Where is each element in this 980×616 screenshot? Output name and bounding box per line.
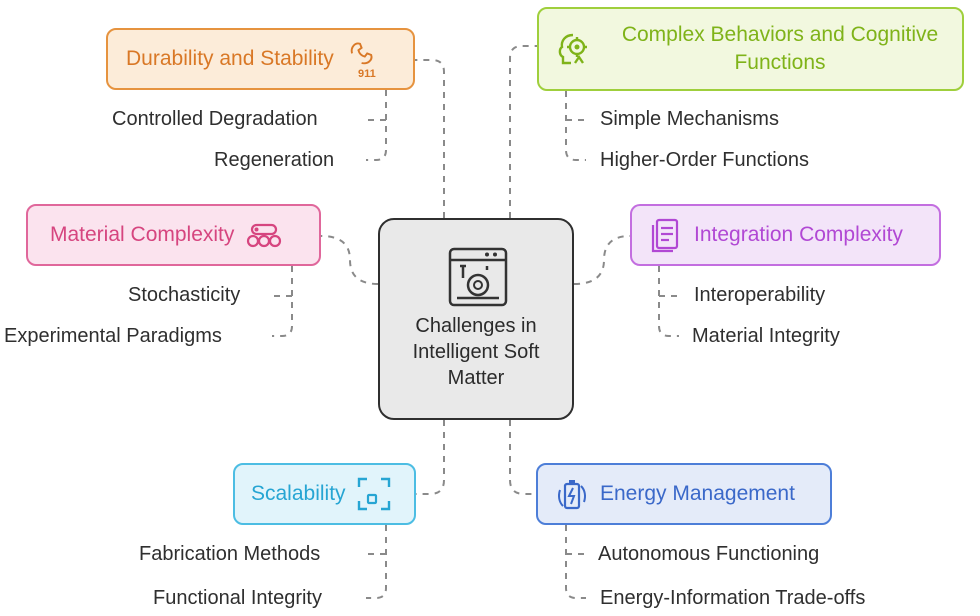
branch-title: Durability and Stability (126, 47, 334, 70)
item-higher-order-functions: Higher-Order Functions (600, 149, 809, 171)
center-node[interactable]: Challenges in Intelligent Soft Matter (378, 218, 574, 420)
branch-title: Material Complexity (50, 223, 235, 246)
connector-scalability (416, 420, 445, 495)
connector-material-items (272, 266, 293, 337)
item-autonomous-functioning: Autonomous Functioning (598, 543, 820, 565)
item-regeneration: Regeneration (214, 149, 335, 171)
branch-title: Energy Management (600, 482, 795, 505)
connector-durability-items (366, 90, 387, 161)
item-energy-information-tradeoffs: Energy-Information Trade-offs (600, 587, 866, 609)
item-simple-mechanisms: Simple Mechanisms (600, 108, 779, 130)
emergency-number-text: 911 (358, 68, 376, 79)
lab-device-icon (448, 247, 508, 307)
material-rolls-icon (247, 223, 282, 248)
emergency-phone-icon: 911 (350, 42, 376, 79)
document-icon (651, 218, 679, 253)
item-interoperability: Interoperability (694, 284, 826, 306)
brain-gear-icon (558, 33, 587, 65)
branch-material-complexity[interactable]: Material Complexity (26, 204, 321, 266)
connector-energy-items (565, 525, 586, 599)
connector-scalability-items (366, 525, 387, 599)
connector-complex (509, 45, 537, 218)
item-experimental-paradigms: Experimental Paradigms (4, 325, 222, 347)
connector-integration (573, 235, 631, 285)
item-controlled-degradation: Controlled Degradation (112, 108, 318, 130)
connector-durability (415, 59, 445, 218)
connector-integration-items (658, 266, 679, 337)
branch-scalability[interactable]: Scalability (233, 463, 416, 525)
branch-energy-management[interactable]: Energy Management (536, 463, 832, 525)
branch-complex-behaviors[interactable]: Complex Behaviors and Cognitive Function… (537, 7, 964, 91)
item-fabrication-methods: Fabrication Methods (139, 543, 321, 565)
item-functional-integrity: Functional Integrity (153, 587, 322, 609)
battery-cycle-icon (558, 480, 586, 510)
item-stochasticity: Stochasticity (128, 284, 241, 306)
connector-material (320, 235, 379, 285)
connector-energy (509, 420, 536, 495)
branch-title: Complex Behaviors and Cognitive Function… (621, 23, 939, 74)
branch-title: Scalability (251, 482, 346, 505)
branch-title: Integration Complexity (694, 223, 903, 246)
connector-complex-items (565, 91, 586, 161)
expand-frame-icon (357, 477, 390, 511)
center-title: Challenges in Intelligent Soft Matter (412, 315, 540, 389)
branch-durability-stability[interactable]: Durability and Stability 911 (106, 28, 415, 90)
item-material-integrity: Material Integrity (692, 325, 840, 347)
branch-integration-complexity[interactable]: Integration Complexity (630, 204, 941, 266)
